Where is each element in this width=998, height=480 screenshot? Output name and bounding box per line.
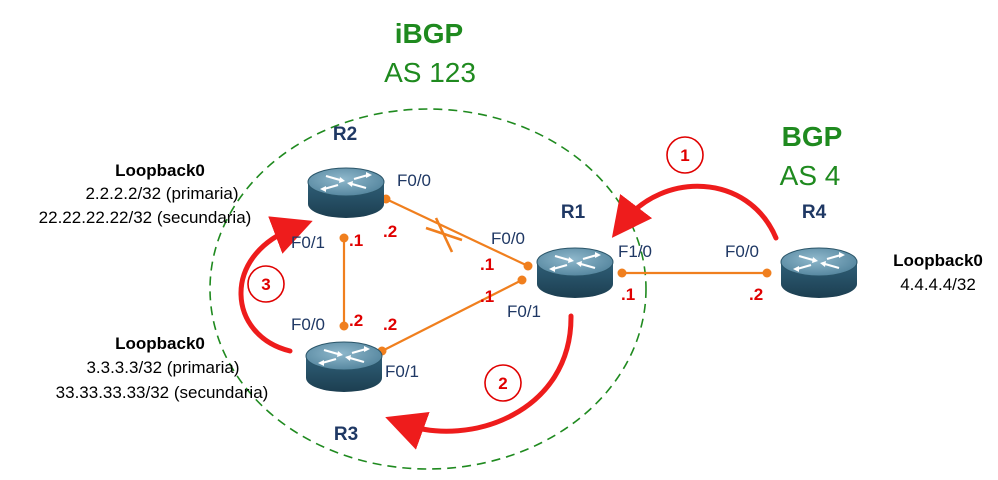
ibgp-as-number: AS 123 — [384, 57, 476, 88]
router-label-r2: R2 — [333, 124, 357, 145]
router-icon-r4 — [779, 246, 859, 300]
iface-r3-f00: F0/0 — [291, 315, 325, 334]
ip-r1-f10: .1 — [621, 285, 635, 304]
router-label-r4: R4 — [802, 202, 827, 223]
step-2-label: 2 — [498, 374, 507, 393]
router-label-r1: R1 — [561, 202, 586, 223]
router-icon-r2 — [306, 166, 386, 220]
loopback-r3-title: Loopback0 — [115, 334, 205, 353]
iface-r1-f10: F1/0 — [618, 242, 652, 261]
ebgp-title: BGP — [782, 121, 843, 152]
ibgp-title: iBGP — [395, 18, 463, 49]
step-1-circle — [666, 136, 704, 174]
step-1-label: 1 — [680, 146, 689, 165]
ip-r4-f00: .2 — [749, 285, 763, 304]
loopback-r2: Loopback0 2.2.2.2/32 (primaria) 22.22.22… — [39, 161, 252, 227]
loopback-r3: Loopback0 3.3.3.3/32 (primaria) 33.33.33… — [56, 334, 269, 402]
link-endpoints — [339, 194, 772, 356]
iface-r4-f00: F0/0 — [725, 242, 759, 261]
ip-r1-f00: .1 — [480, 255, 494, 274]
iface-r1-f00: F0/0 — [491, 229, 525, 248]
arrow-step-1 — [611, 183, 779, 241]
step-3-label: 3 — [261, 275, 270, 294]
x-mark-icon — [425, 217, 463, 253]
iface-r3-f01: F0/1 — [385, 362, 419, 381]
arrow-step-3 — [238, 216, 313, 354]
loopback-r4-primary: 4.4.4.4/32 — [900, 275, 976, 294]
loopback-r3-secondary: 33.33.33.33/32 (secundaria) — [56, 383, 269, 402]
step-3-circle — [247, 265, 285, 303]
arrow-step-2 — [385, 313, 574, 450]
loopback-r2-primary: 2.2.2.2/32 (primaria) — [85, 184, 238, 203]
iface-r2-f00: F0/0 — [397, 171, 431, 190]
step-2-circle — [484, 364, 522, 402]
router-icon-r1 — [535, 246, 615, 300]
ip-r3-f01: .2 — [383, 315, 397, 334]
step-markers: 1 2 3 — [247, 136, 704, 402]
ebgp-as-number: AS 4 — [780, 160, 841, 191]
links — [342, 198, 767, 352]
as123-boundary — [209, 108, 647, 470]
flow-arrows — [238, 183, 779, 450]
loopback-r4: Loopback0 4.4.4.4/32 — [893, 251, 983, 294]
ip-r2-f00: .2 — [383, 222, 397, 241]
loopback-r4-title: Loopback0 — [893, 251, 983, 270]
loopback-r2-title: Loopback0 — [115, 161, 205, 180]
loopback-r2-secondary: 22.22.22.22/32 (secundaria) — [39, 208, 252, 227]
ip-r2-f01: .1 — [349, 231, 363, 250]
link-r3-r1 — [381, 279, 523, 352]
iface-r2-f01: F0/1 — [291, 233, 325, 252]
router-label-r3: R3 — [334, 424, 358, 445]
loopback-r3-primary: 3.3.3.3/32 (primaria) — [86, 358, 239, 377]
link-r2-r1 — [385, 198, 529, 267]
ip-r1-f01: .1 — [480, 287, 494, 306]
iface-r1-f01: F0/1 — [507, 302, 541, 321]
ip-r3-f00: .2 — [349, 311, 363, 330]
router-icon-r3 — [304, 340, 384, 394]
